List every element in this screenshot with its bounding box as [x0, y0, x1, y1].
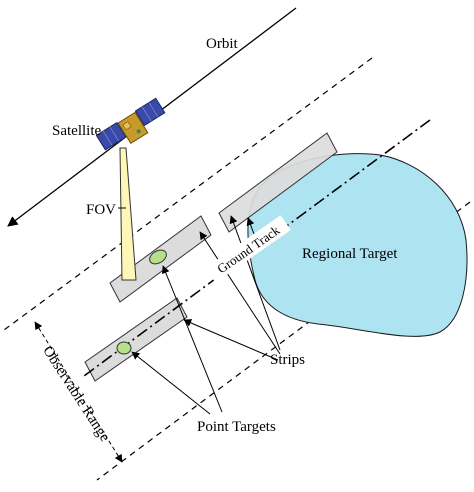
leader-strips-upper: [229, 215, 281, 351]
ground-track-label-bg: [205, 215, 291, 283]
leader-point-target-lower: [131, 351, 211, 415]
leader-strips-lower: [183, 319, 279, 361]
strip-upper: [218, 132, 338, 233]
strips-label: Strips: [270, 352, 305, 368]
satellite-label: Satellite: [52, 123, 101, 139]
satellite-icon: [95, 97, 166, 151]
regional-target-label: Regional Target: [302, 246, 398, 262]
point-target-lower: [116, 341, 132, 355]
strip-lower: [84, 297, 188, 382]
leader-strips-middle: [199, 231, 281, 355]
leader-point-target-upper: [161, 265, 223, 413]
point-targets-label: Point Targets: [197, 419, 276, 435]
orbit-label: Orbit: [206, 36, 238, 52]
regional-target-area: [247, 153, 468, 337]
fov-label: FOV: [86, 202, 116, 218]
fov-beam: [119, 147, 137, 281]
point-target-upper: [149, 249, 167, 265]
